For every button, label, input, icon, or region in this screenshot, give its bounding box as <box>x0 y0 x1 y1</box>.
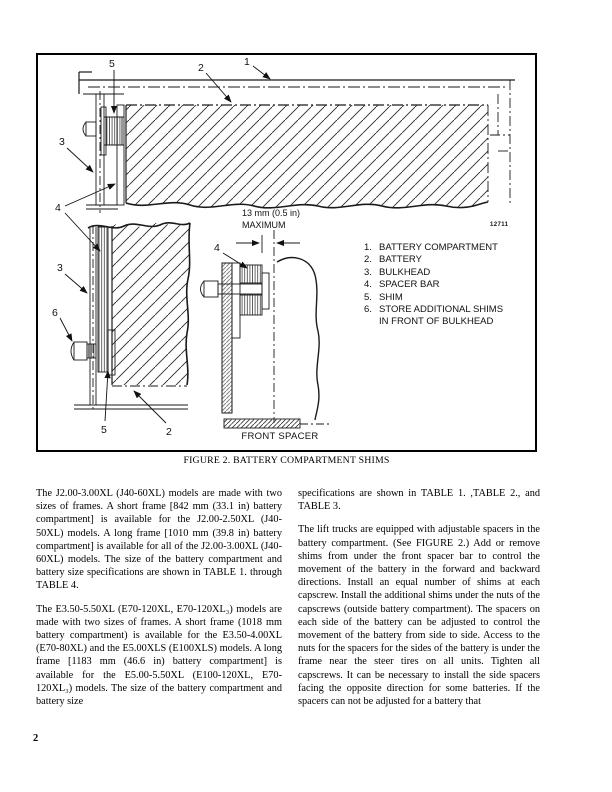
battery-upper <box>125 104 489 209</box>
callout-5-lower: 5 <box>101 424 107 436</box>
spacer-back-plate <box>231 262 241 339</box>
dimension-note: 13 mm (0.5 in) MAXIMUM <box>242 208 300 231</box>
bulkhead-upper <box>86 91 118 213</box>
battery-compartment-rail <box>78 71 515 95</box>
figure-caption: FIGURE 2. BATTERY COMPARTMENT SHIMS <box>183 455 390 466</box>
legend-item-spacer-bar: 4. SPACER BAR <box>364 279 440 291</box>
dimension-13mm <box>236 230 300 423</box>
callout-3-upper: 3 <box>59 136 65 148</box>
dimension-qualifier: MAXIMUM <box>242 219 286 230</box>
capscrew-upper <box>82 121 97 137</box>
callout-3-lower: 3 <box>57 262 63 274</box>
left-paragraph-1: The J2.00-3.00XL (J40-60XL) models are m… <box>36 488 282 592</box>
right-paragraph-1: specifications are shown in TABLE 1. ,TA… <box>298 488 540 513</box>
legend-item-battery-compartment: 1. BATTERY COMPARTMENT <box>364 242 498 253</box>
bulkhead-lower <box>74 225 188 411</box>
front-spacer-shims <box>239 264 270 316</box>
callout-4-detail: 4 <box>214 242 220 254</box>
legend-item-bulkhead: 3. BULKHEAD <box>364 266 431 278</box>
page-number: 2 <box>33 733 39 744</box>
floor-strip <box>223 418 330 429</box>
shim-stack-lower <box>97 226 116 376</box>
left-paragraph-2: The E3.50-5.50XL (E70-120XL, E70-120XL₃)… <box>36 603 282 708</box>
front-spacer-capscrew <box>200 280 263 298</box>
compartment-right-wall <box>490 80 511 205</box>
figure-legend: 1. BATTERY COMPARTMENT 2. BATTERY 3. BUL… <box>364 242 503 329</box>
callout-2-upper: 2 <box>198 62 204 74</box>
legend-item-battery: 2. BATTERY <box>364 254 422 266</box>
spacer-bracket <box>221 262 233 414</box>
callouts: 5 2 1 3 4 3 6 5 2 4 <box>52 56 271 438</box>
legend-item-shim: 5. SHIM <box>364 291 403 303</box>
left-column: The J2.00-3.00XL (J40-60XL) models are m… <box>36 487 282 718</box>
dimension-value: 13 mm (0.5 in) <box>242 208 301 218</box>
front-spacer-label: FRONT SPACER <box>241 431 319 442</box>
legend-item-store-shims: 6. STORE ADDITIONAL SHIMS IN FRONT OF BU… <box>364 304 504 328</box>
spacer-bar-upper <box>116 104 125 206</box>
right-paragraph-2: The lift trucks are equipped with adjust… <box>298 524 540 708</box>
battery-outline-detail <box>276 256 320 421</box>
shim-stack-upper <box>100 106 124 156</box>
figure-2-battery-compartment-shims: 5 2 1 3 4 3 6 5 2 4 <box>36 53 537 452</box>
callout-4-shared: 4 <box>55 202 61 214</box>
callout-2-lower: 2 <box>166 426 172 438</box>
capscrew-lower <box>70 341 97 361</box>
technical-drawing: 5 2 1 3 4 3 6 5 2 4 <box>52 56 515 438</box>
callout-6-lower: 6 <box>52 307 58 319</box>
right-column: specifications are shown in TABLE 1. ,TA… <box>298 487 540 718</box>
lower-left-section-view <box>70 222 191 411</box>
front-spacer-detail <box>200 230 330 429</box>
callout-1-upper: 1 <box>244 56 250 68</box>
drawing-number: 12711 <box>490 222 509 228</box>
callout-5-upper: 5 <box>109 58 115 70</box>
upper-section-view <box>78 71 515 213</box>
